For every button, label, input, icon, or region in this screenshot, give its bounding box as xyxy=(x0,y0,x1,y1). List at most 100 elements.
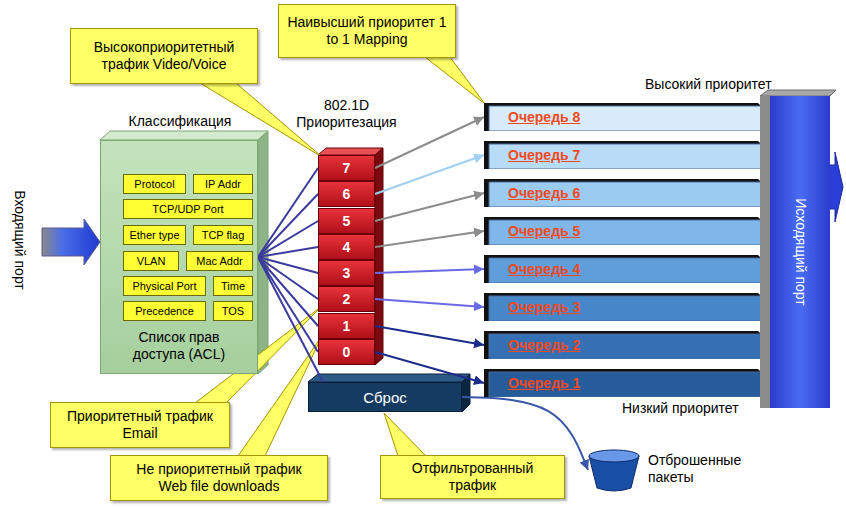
field-text: VLAN xyxy=(137,255,166,268)
priority-number: 1 xyxy=(343,318,351,335)
callout-tail xyxy=(425,57,485,104)
callout-box: Наивысший приоритет 1 to 1 Mapping xyxy=(278,4,456,58)
priority-level: 5 xyxy=(318,208,375,234)
priority-number: 5 xyxy=(343,213,351,230)
acl-field: Precedence xyxy=(123,301,206,321)
acl-field: TOS xyxy=(213,301,253,321)
priority-label: Высокий приоритет xyxy=(645,76,772,92)
bucket-rim xyxy=(589,450,639,462)
callout-box: Высокоприоритетный трафик Video/Voice xyxy=(70,28,258,84)
heading: Классификация xyxy=(91,113,269,130)
callout-text: Не приоритетный трафик Web file download… xyxy=(129,461,309,495)
connector xyxy=(375,269,484,273)
callout-box: Не приоритетный трафик Web file download… xyxy=(110,455,328,501)
callout-box: Отфильтрованный трафик xyxy=(380,455,565,499)
queue-label: Очередь 7 xyxy=(484,147,580,164)
queue-arrow: Очередь 2 xyxy=(484,331,774,359)
field-text: TOS xyxy=(222,305,244,318)
connector xyxy=(258,257,318,352)
priority-level: 2 xyxy=(318,286,375,312)
port-box: Исходящий порт xyxy=(760,96,830,408)
field-text: Protocol xyxy=(134,178,174,191)
connector xyxy=(375,299,484,307)
field-text: IP Addr xyxy=(205,178,241,191)
acl-field: Ether type xyxy=(123,225,186,245)
drop-box: Сброс xyxy=(308,382,462,412)
connector xyxy=(258,168,318,257)
queue-arrow: Очередь 5 xyxy=(484,217,774,245)
priority-stack: 76543210802.1D Приоритезация xyxy=(318,155,375,365)
acl-field: Physical Port xyxy=(123,276,206,296)
priority-number: 2 xyxy=(343,291,351,308)
port-label: Исходящий порт xyxy=(792,198,809,305)
drop-label: Сброс xyxy=(363,389,407,406)
acl-field: Protocol xyxy=(123,174,186,194)
priority-level: 7 xyxy=(318,155,375,181)
field-text: Physical Port xyxy=(132,280,196,293)
field-text: Mac Addr xyxy=(196,255,242,268)
queue-arrow: Очередь 3 xyxy=(484,293,774,321)
port-label: Входящий порт xyxy=(12,190,28,290)
priority-level: 3 xyxy=(318,260,375,286)
field-text: Precedence xyxy=(135,305,194,318)
acl-top-face xyxy=(100,131,268,140)
queue-label: Очередь 1 xyxy=(484,375,580,392)
callout-tail xyxy=(384,413,426,456)
queue-label: Очередь 5 xyxy=(484,223,580,240)
priority-number: 0 xyxy=(343,344,351,361)
priority-label: Низкий приоритет xyxy=(622,400,739,416)
connector xyxy=(375,326,484,345)
priority-level: 4 xyxy=(318,234,375,260)
callout-text: Наивысший приоритет 1 to 1 Mapping xyxy=(286,14,448,48)
connector xyxy=(258,257,323,382)
acl-field: TCP flag xyxy=(193,225,253,245)
bucket-shape xyxy=(588,448,640,492)
queue-arrow: Очередь 6 xyxy=(484,179,774,207)
connector xyxy=(375,155,484,194)
queue-label: Очередь 6 xyxy=(484,185,580,202)
acl-field: Time xyxy=(213,276,253,296)
queue-label: Очередь 3 xyxy=(484,299,580,316)
priority-level: 6 xyxy=(318,181,375,207)
priority-number: 3 xyxy=(343,265,351,282)
priority-number: 6 xyxy=(343,186,351,203)
drop-top-face xyxy=(308,374,470,382)
field-text: TCP flag xyxy=(202,229,245,242)
queue-arrow: Очередь 4 xyxy=(484,255,774,283)
queue-arrow: Очередь 1 xyxy=(484,369,774,397)
acl-field: Mac Addr xyxy=(186,251,253,271)
callout-text: Высокоприоритетный трафик Video/Voice xyxy=(78,39,250,73)
callout-box: Приоритетный трафик Email xyxy=(50,402,230,448)
heading: 802.1D Приоритезация xyxy=(288,97,405,131)
queue-arrow: Очередь 8 xyxy=(484,103,774,131)
callout-text: Приоритетный трафик Email xyxy=(58,408,222,442)
priority-level: 1 xyxy=(318,313,375,339)
acl-field: VLAN xyxy=(123,251,179,271)
exit-arrow xyxy=(828,152,843,222)
priority-level: 0 xyxy=(318,339,375,365)
connector xyxy=(258,247,318,257)
field-text: Ether type xyxy=(129,229,179,242)
queue-label: Очередь 4 xyxy=(484,261,580,278)
queue-arrow: Очередь 7 xyxy=(484,141,774,169)
acl-field: TCP/UDP Port xyxy=(123,199,253,219)
acl-field: IP Addr xyxy=(193,174,253,194)
connector xyxy=(258,221,318,257)
connector xyxy=(375,352,484,383)
stack-side-face xyxy=(375,148,383,365)
field-text: Time xyxy=(221,280,245,293)
incoming-arrow xyxy=(42,219,100,265)
queue-label: Очередь 2 xyxy=(484,337,580,354)
field-text: TCP/UDP Port xyxy=(152,203,223,216)
connector xyxy=(375,193,484,221)
acl-caption: Список прав доступа (ACL) xyxy=(119,329,239,363)
acl-box: Protocol IP AddrTCP/UDP PortEther type TCP… xyxy=(100,140,258,374)
connector xyxy=(375,231,484,247)
priority-number: 7 xyxy=(343,160,351,177)
discard-bucket: Отброшенные пакеты xyxy=(588,448,640,492)
connector xyxy=(258,194,318,257)
priority-number: 4 xyxy=(343,239,351,256)
queue-label: Очередь 8 xyxy=(484,109,580,126)
bucket-label: Отброшенные пакеты xyxy=(648,452,768,486)
